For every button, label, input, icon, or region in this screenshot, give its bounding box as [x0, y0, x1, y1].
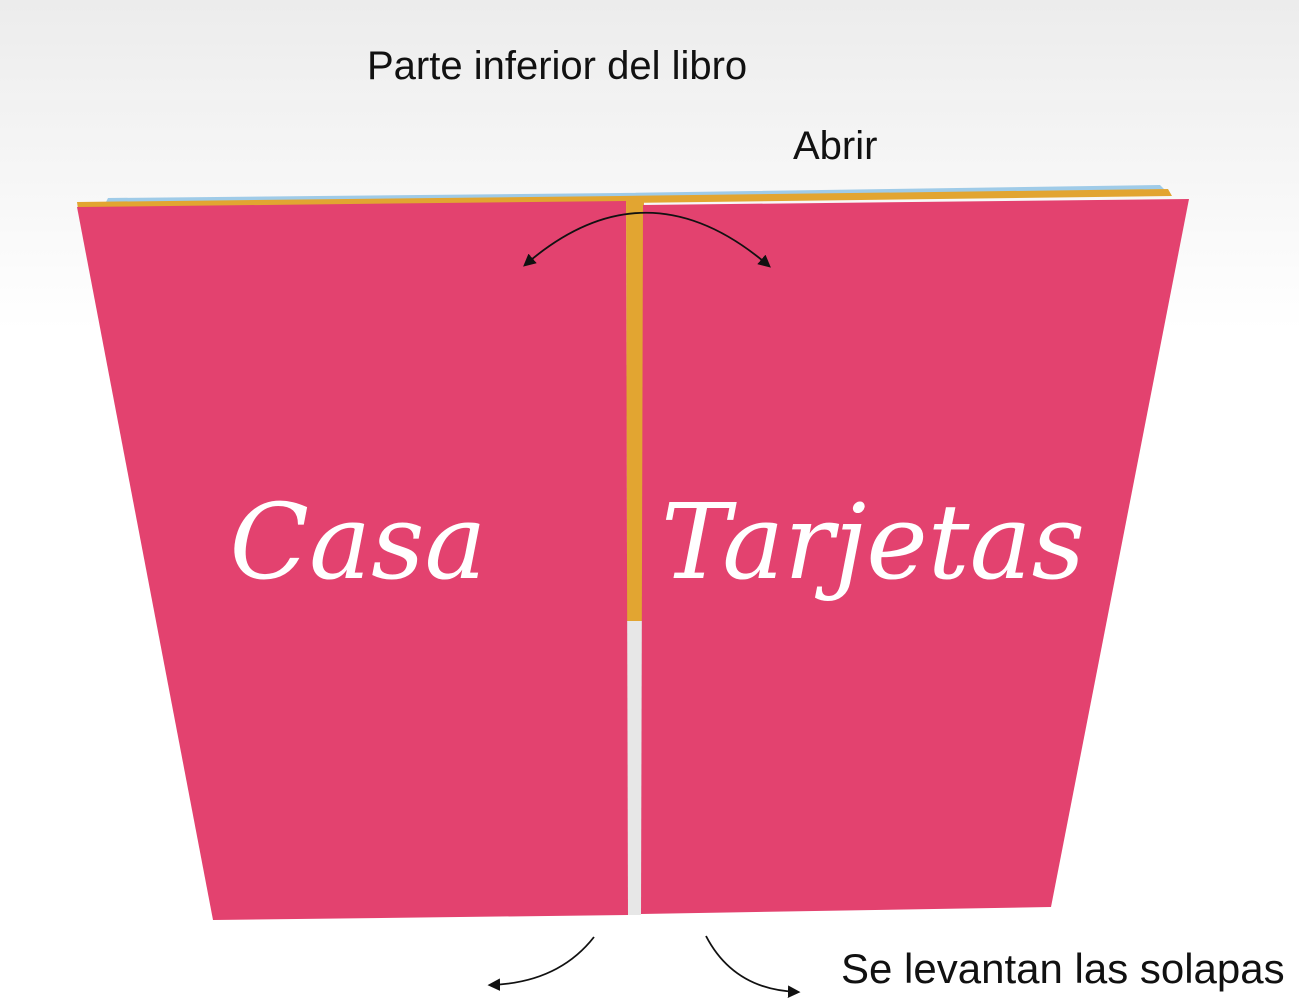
curved-arrow-down-left-icon	[487, 936, 595, 991]
left-cover	[77, 201, 628, 920]
double-curved-arrow-icon	[523, 211, 771, 268]
spine-gap	[627, 621, 643, 915]
book-spine	[626, 196, 644, 621]
open-label: Abrir	[793, 124, 878, 168]
yellow-page-edge	[77, 189, 1172, 209]
bottom-of-book-label: Parte inferior del libro	[367, 44, 748, 88]
right-cover	[641, 199, 1189, 914]
flaps-lift-label: Se levantan las solapas	[841, 945, 1285, 992]
right-cover-title: Tarjetas	[661, 481, 1085, 603]
curved-arrow-down-right-icon	[705, 935, 801, 998]
left-cover-title: Casa	[230, 481, 487, 603]
